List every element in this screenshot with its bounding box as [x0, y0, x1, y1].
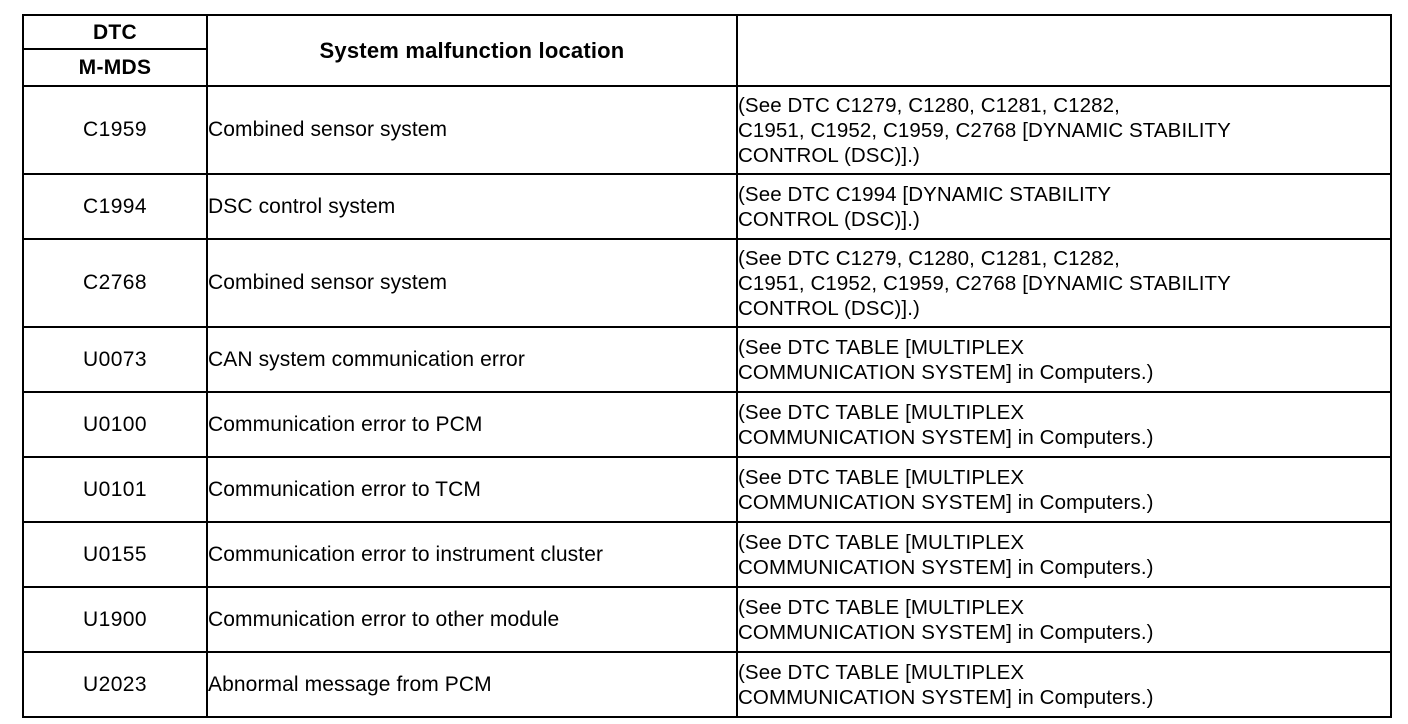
reference-note: (See DTC TABLE [MULTIPLEX COMMUNICATION … [736, 456, 1392, 523]
table-row: U0101 Communication error to TCM (See DT… [22, 456, 1392, 523]
reference-note: (See DTC C1279, C1280, C1281, C1282, C19… [736, 238, 1392, 328]
table-row: U0073 CAN system communication error (Se… [22, 326, 1392, 393]
header-reference-label [736, 14, 1392, 87]
malfunction-location: Communication error to instrument cluste… [206, 521, 738, 588]
table-row: C1959 Combined sensor system (See DTC C1… [22, 85, 1392, 175]
malfunction-location: Abnormal message from PCM [206, 651, 738, 718]
table-row: U0100 Communication error to PCM (See DT… [22, 391, 1392, 458]
malfunction-location: Combined sensor system [206, 238, 738, 328]
header-location-label: System malfunction location [206, 14, 738, 87]
reference-note: (See DTC TABLE [MULTIPLEX COMMUNICATION … [736, 586, 1392, 653]
dtc-code: U1900 [22, 586, 208, 653]
table-row: C1994 DSC control system (See DTC C1994 … [22, 173, 1392, 240]
table-body: C1959 Combined sensor system (See DTC C1… [22, 85, 1392, 718]
dtc-code: U0101 [22, 456, 208, 523]
malfunction-location: Communication error to PCM [206, 391, 738, 458]
malfunction-location: DSC control system [206, 173, 738, 240]
dtc-code: U0100 [22, 391, 208, 458]
dtc-code: U2023 [22, 651, 208, 718]
malfunction-location: Communication error to other module [206, 586, 738, 653]
reference-note: (See DTC TABLE [MULTIPLEX COMMUNICATION … [736, 651, 1392, 718]
dtc-code: C2768 [22, 238, 208, 328]
header-dtc-cell: DTC M-MDS [22, 14, 208, 87]
dtc-code: C1959 [22, 85, 208, 175]
malfunction-location: CAN system communication error [206, 326, 738, 393]
table-row: U0155 Communication error to instrument … [22, 521, 1392, 588]
reference-note: (See DTC TABLE [MULTIPLEX COMMUNICATION … [736, 326, 1392, 393]
table-row: C2768 Combined sensor system (See DTC C1… [22, 238, 1392, 328]
reference-note: (See DTC TABLE [MULTIPLEX COMMUNICATION … [736, 391, 1392, 458]
header-row: DTC M-MDS System malfunction location [22, 14, 1392, 87]
table-header: DTC M-MDS System malfunction location [22, 14, 1392, 87]
table-row: U1900 Communication error to other modul… [22, 586, 1392, 653]
dtc-code: U0155 [22, 521, 208, 588]
reference-note: (See DTC C1994 [DYNAMIC STABILITY CONTRO… [736, 173, 1392, 240]
header-dtc-group-label: DTC [24, 16, 206, 50]
dtc-code: U0073 [22, 326, 208, 393]
dtc-table: DTC M-MDS System malfunction location C1… [22, 14, 1392, 718]
reference-note: (See DTC TABLE [MULTIPLEX COMMUNICATION … [736, 521, 1392, 588]
reference-note: (See DTC C1279, C1280, C1281, C1282, C19… [736, 85, 1392, 175]
dtc-code: C1994 [22, 173, 208, 240]
dtc-table-container: DTC M-MDS System malfunction location C1… [22, 14, 1392, 718]
table-row: U2023 Abnormal message from PCM (See DTC… [22, 651, 1392, 718]
header-dtc-sub-label: M-MDS [78, 56, 152, 79]
malfunction-location: Combined sensor system [206, 85, 738, 175]
malfunction-location: Communication error to TCM [206, 456, 738, 523]
